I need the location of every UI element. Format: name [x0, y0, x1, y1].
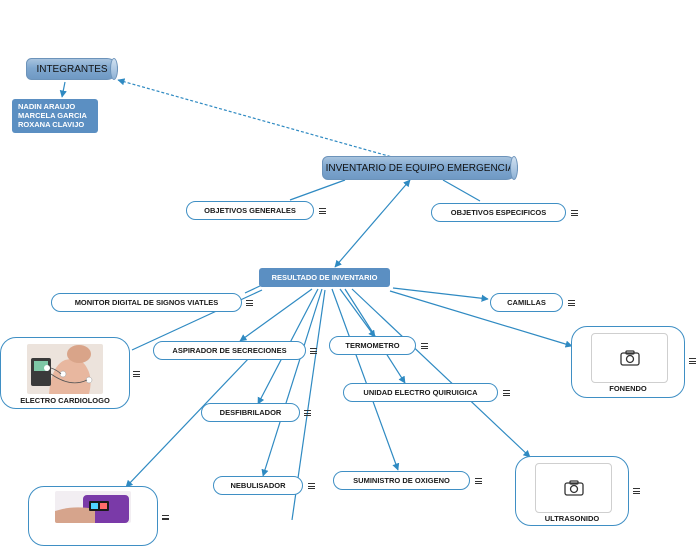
- menu-icon[interactable]: [689, 358, 696, 364]
- item-monitor[interactable]: MONITOR DIGITAL DE SIGNOS VIATLES: [51, 293, 242, 312]
- member-name: ROXANA CLAVIJO: [18, 120, 92, 129]
- card-electro[interactable]: ELECTRO CARDIOLOGO: [0, 337, 130, 409]
- item-oxigeno-label: SUMINISTRO DE OXIGENO: [353, 476, 450, 485]
- link-result-ultrasonido: [352, 289, 530, 457]
- item-unidad[interactable]: UNIDAD ELECTRO QUIRUIGICA: [343, 383, 498, 402]
- root-title: INVENTARIO DE EQUIPO EMERGENCIA: [326, 163, 515, 174]
- item-desfibrilador[interactable]: DESFIBRILADOR: [201, 403, 300, 422]
- menu-icon[interactable]: [571, 210, 578, 216]
- link-result-aspirador: [240, 289, 312, 341]
- general-objectives-label: OBJETIVOS GENERALES: [204, 206, 296, 215]
- link-root-specific: [443, 180, 480, 201]
- item-camillas-label: CAMILLAS: [507, 298, 546, 307]
- oximeter-image: [55, 491, 131, 523]
- card-ultrasonido-label: ULTRASONIDO: [516, 514, 628, 523]
- item-aspirador[interactable]: ASPIRADOR DE SECRECIONES: [153, 341, 306, 360]
- menu-icon[interactable]: [310, 348, 317, 354]
- item-camillas[interactable]: CAMILLAS: [490, 293, 563, 312]
- item-termometro[interactable]: TERMOMETRO: [329, 336, 416, 355]
- ecg-patient-image: [27, 344, 103, 394]
- menu-icon[interactable]: [633, 488, 640, 494]
- item-unidad-label: UNIDAD ELECTRO QUIRUIGICA: [363, 388, 477, 397]
- item-monitor-label: MONITOR DIGITAL DE SIGNOS VIATLES: [75, 298, 219, 307]
- item-aspirador-label: ASPIRADOR DE SECRECIONES: [172, 346, 286, 355]
- image-placeholder: [591, 333, 668, 383]
- link-root-general: [290, 180, 345, 200]
- card-oximeter[interactable]: [28, 486, 158, 546]
- link-root-result: [335, 180, 410, 267]
- team-title: INTEGRANTES: [36, 64, 107, 75]
- member-name: NADIN ARAUJO: [18, 102, 92, 111]
- card-ultrasonido[interactable]: ULTRASONIDO: [515, 456, 629, 526]
- specific-objectives-node[interactable]: OBJETIVOS ESPECIFICOS: [431, 203, 566, 222]
- result-node[interactable]: RESULTADO DE INVENTARIO: [259, 268, 390, 287]
- item-nebulisador-label: NEBULISADOR: [230, 481, 285, 490]
- menu-icon[interactable]: [475, 478, 482, 484]
- team-members-box[interactable]: NADIN ARAUJO MARCELA GARCIA ROXANA CLAVI…: [12, 99, 98, 133]
- menu-icon[interactable]: [421, 343, 428, 349]
- menu-icon[interactable]: [162, 515, 169, 520]
- item-desfibrilador-label: DESFIBRILADOR: [220, 408, 282, 417]
- link-team-members: [62, 82, 65, 97]
- team-node[interactable]: INTEGRANTES: [26, 58, 118, 80]
- menu-icon[interactable]: [246, 300, 253, 306]
- menu-icon[interactable]: [133, 371, 140, 377]
- link-aspirador-oximeter: [126, 357, 250, 487]
- card-electro-label: ELECTRO CARDIOLOGO: [1, 396, 129, 405]
- item-nebulisador[interactable]: NEBULISADOR: [213, 476, 303, 495]
- root-node[interactable]: INVENTARIO DE EQUIPO EMERGENCIA: [322, 156, 518, 180]
- menu-icon[interactable]: [319, 208, 326, 214]
- member-name: MARCELA GARCIA: [18, 111, 92, 120]
- item-oxigeno[interactable]: SUMINISTRO DE OXIGENO: [333, 471, 470, 490]
- menu-icon[interactable]: [304, 410, 311, 416]
- link-result-camillas: [393, 288, 488, 299]
- image-placeholder: [535, 463, 612, 513]
- item-termometro-label: TERMOMETRO: [345, 341, 399, 350]
- card-fonendo-label: FONENDO: [572, 384, 684, 393]
- general-objectives-node[interactable]: OBJETIVOS GENERALES: [186, 201, 314, 220]
- card-fonendo[interactable]: FONENDO: [571, 326, 685, 398]
- link-team-root: [118, 80, 392, 157]
- camera-icon: [564, 480, 584, 496]
- menu-icon[interactable]: [568, 300, 575, 306]
- camera-icon: [620, 350, 640, 366]
- link-result-termometro: [340, 289, 375, 337]
- link-result-oxigeno: [332, 289, 398, 470]
- specific-objectives-label: OBJETIVOS ESPECIFICOS: [451, 208, 546, 217]
- link-result-nebulisador: [263, 289, 322, 476]
- menu-icon[interactable]: [308, 483, 315, 489]
- menu-icon[interactable]: [503, 390, 510, 396]
- result-title: RESULTADO DE INVENTARIO: [272, 273, 378, 282]
